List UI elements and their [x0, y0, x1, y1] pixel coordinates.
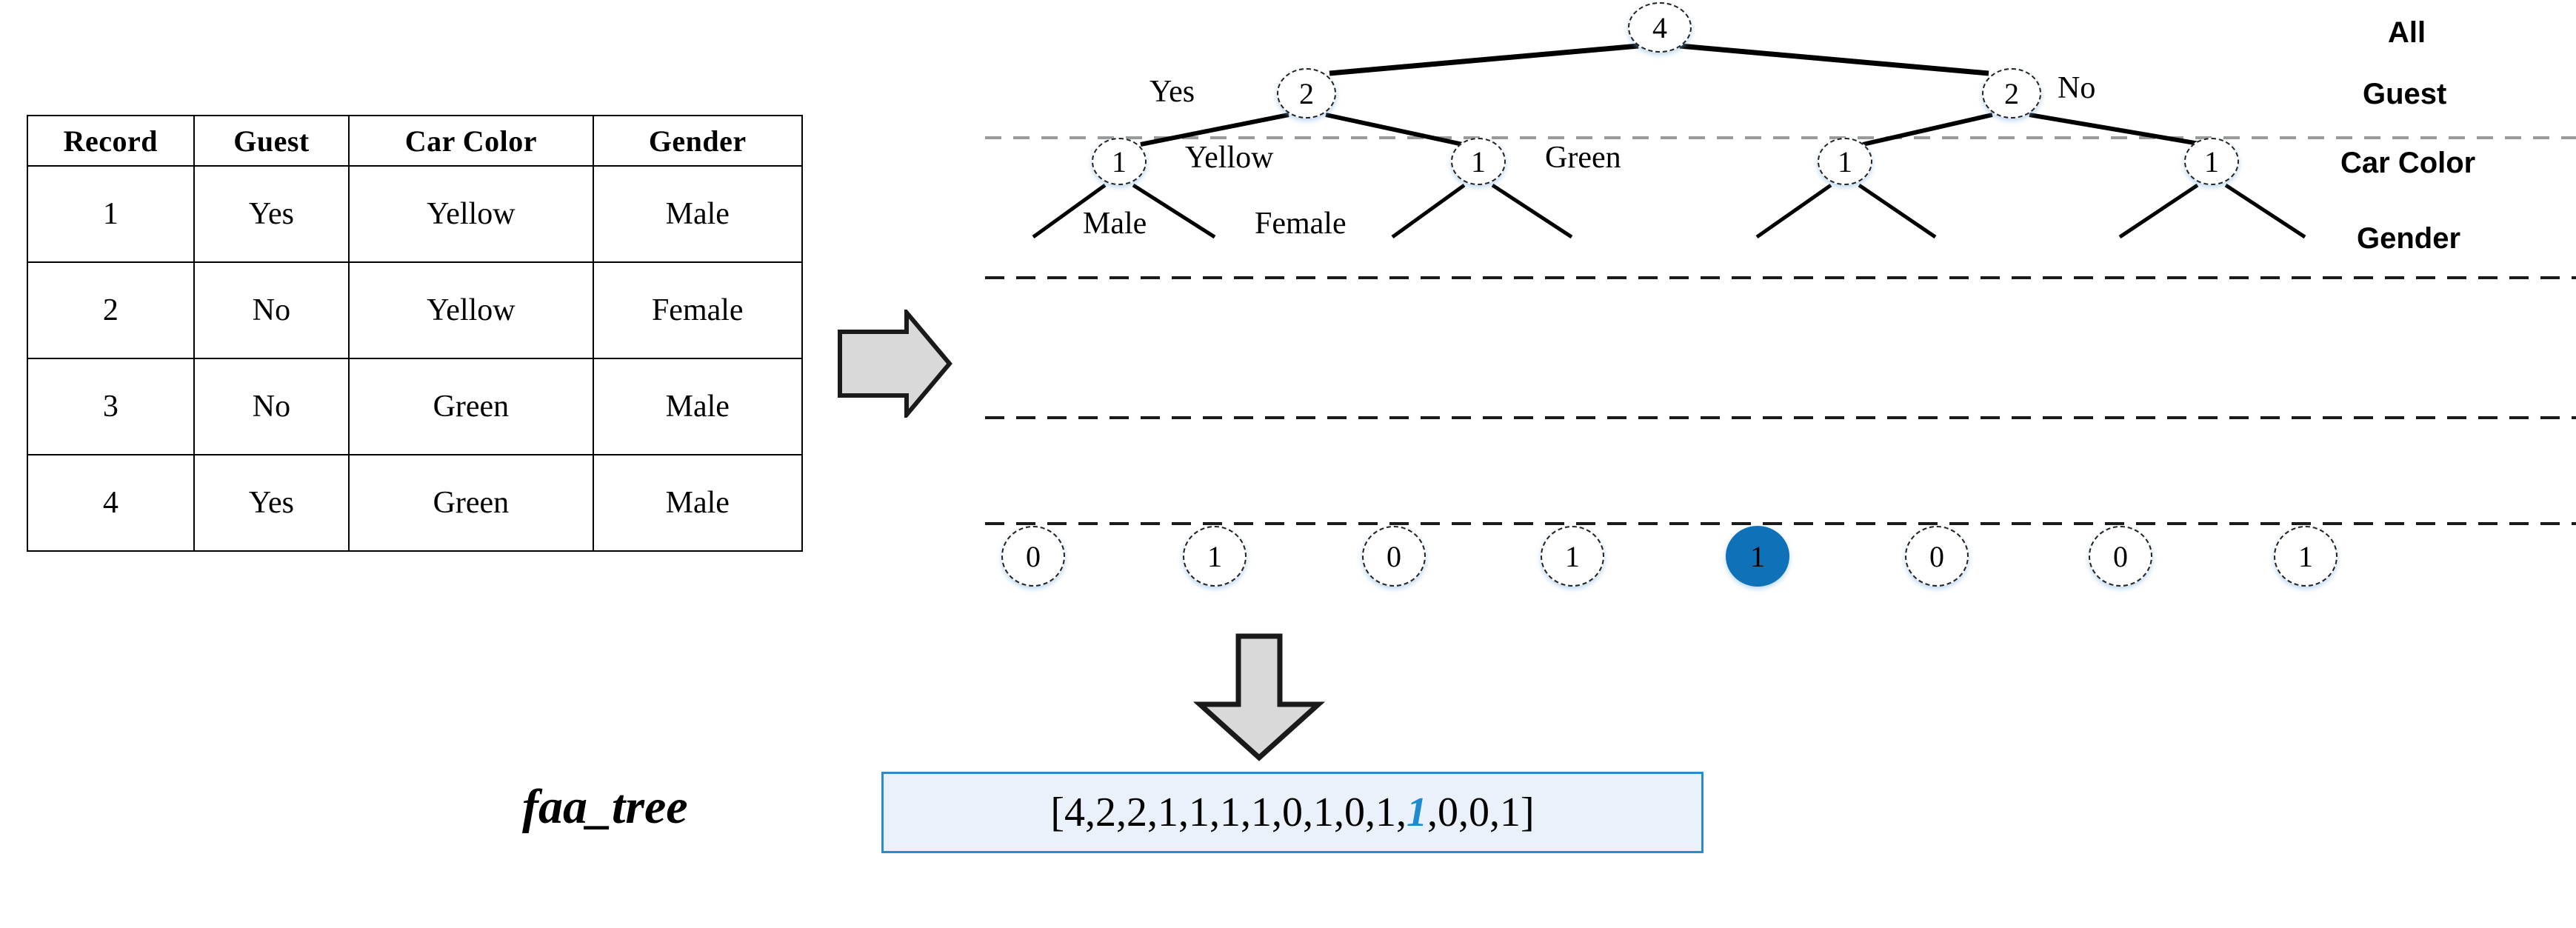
tree-node-guest-no[interactable]: 2 — [1982, 68, 2041, 118]
column-header-record: Record — [27, 115, 195, 167]
node-value: 1 — [2298, 539, 2313, 573]
cell-car-color: Yellow — [348, 261, 594, 359]
cell-guest: No — [193, 261, 350, 359]
tree-node-leaf-4[interactable]: 1 — [1541, 526, 1604, 587]
cell-record: 3 — [27, 358, 195, 455]
faa-tree-array-box: [4,2,2,1,1,1,1,0,1,0,1,1,0,0,1] — [881, 772, 1704, 853]
edge-label-green: Green — [1545, 141, 1621, 175]
node-value: 1 — [1838, 144, 1852, 178]
cell-gender: Male — [592, 358, 804, 455]
tree-node-root[interactable]: 4 — [1628, 2, 1692, 53]
node-value: 1 — [1565, 539, 1580, 573]
tree-node-leaf-8[interactable]: 1 — [2274, 526, 2338, 587]
edge-label-yes: Yes — [1149, 75, 1195, 109]
level-label-guest: Guest — [2363, 78, 2447, 110]
table-row: 4 Yes Green Male — [27, 454, 804, 552]
cell-record: 1 — [27, 165, 195, 263]
edge-label-male: Male — [1083, 207, 1147, 241]
cell-car-color: Green — [348, 358, 594, 455]
edge-label-yellow: Yellow — [1185, 141, 1274, 175]
tree-node-leaf-2[interactable]: 1 — [1183, 526, 1247, 587]
cell-guest: Yes — [193, 454, 350, 552]
records-table: Record Guest Car Color Gender 1 Yes Yell… — [27, 115, 804, 552]
cell-guest: No — [193, 358, 350, 455]
tree-node-leaf-3[interactable]: 0 — [1362, 526, 1426, 587]
tree-node-leaf-5-highlighted[interactable]: 1 — [1726, 526, 1789, 587]
tree-node-color-3[interactable]: 1 — [1818, 138, 1872, 185]
level-label-gender: Gender — [2357, 222, 2461, 255]
tree-node-leaf-6[interactable]: 0 — [1905, 526, 1969, 587]
right-block-arrow — [835, 310, 954, 418]
cell-guest: Yes — [193, 165, 350, 263]
array-prefix: [4,2,2,1,1,1,1,0,1,0,1, — [1050, 790, 1407, 835]
cell-record: 2 — [27, 261, 195, 359]
column-header-gender: Gender — [592, 115, 804, 167]
edge-label-no: No — [2058, 71, 2096, 105]
node-value: 1 — [2204, 144, 2219, 178]
node-value: 4 — [1652, 10, 1667, 44]
tree-node-leaf-1[interactable]: 0 — [1001, 526, 1065, 587]
node-value: 2 — [1299, 76, 1314, 110]
node-value: 1 — [1471, 144, 1486, 178]
node-value: 1 — [1207, 539, 1222, 573]
node-value: 0 — [1026, 539, 1041, 573]
level-label-all: All — [2388, 16, 2426, 49]
node-value: 0 — [2113, 539, 2128, 573]
tree-node-color-2[interactable]: 1 — [1451, 138, 1506, 185]
cell-car-color: Yellow — [348, 165, 594, 263]
tree-node-leaf-7[interactable]: 0 — [2089, 526, 2152, 587]
cell-car-color: Green — [348, 454, 594, 552]
edge-label-female: Female — [1255, 207, 1347, 241]
node-value: 1 — [1750, 539, 1765, 573]
array-highlight-value: 1 — [1407, 790, 1427, 835]
table-row: 1 Yes Yellow Male — [27, 165, 804, 263]
column-header-car-color: Car Color — [348, 115, 594, 167]
column-header-guest: Guest — [193, 115, 350, 167]
cell-gender: Male — [592, 165, 804, 263]
cell-record: 4 — [27, 454, 195, 552]
tree-node-guest-yes[interactable]: 2 — [1277, 68, 1336, 118]
tree-node-color-4[interactable]: 1 — [2184, 138, 2239, 185]
tree-node-color-1[interactable]: 1 — [1092, 138, 1147, 185]
table-row: 2 No Yellow Female — [27, 261, 804, 359]
faa-tree-label: faa_tree — [522, 780, 688, 834]
cell-gender: Female — [592, 261, 804, 359]
down-block-arrow — [1191, 633, 1326, 767]
level-label-car-color: Car Color — [2340, 147, 2476, 179]
node-value: 0 — [1929, 539, 1944, 573]
node-value: 1 — [1112, 144, 1127, 178]
table-header-row: Record Guest Car Color Gender — [27, 115, 804, 167]
cell-gender: Male — [592, 454, 804, 552]
node-value: 0 — [1387, 539, 1401, 573]
array-suffix: ,0,0,1] — [1427, 790, 1535, 835]
table-row: 3 No Green Male — [27, 358, 804, 455]
node-value: 2 — [2004, 76, 2019, 110]
